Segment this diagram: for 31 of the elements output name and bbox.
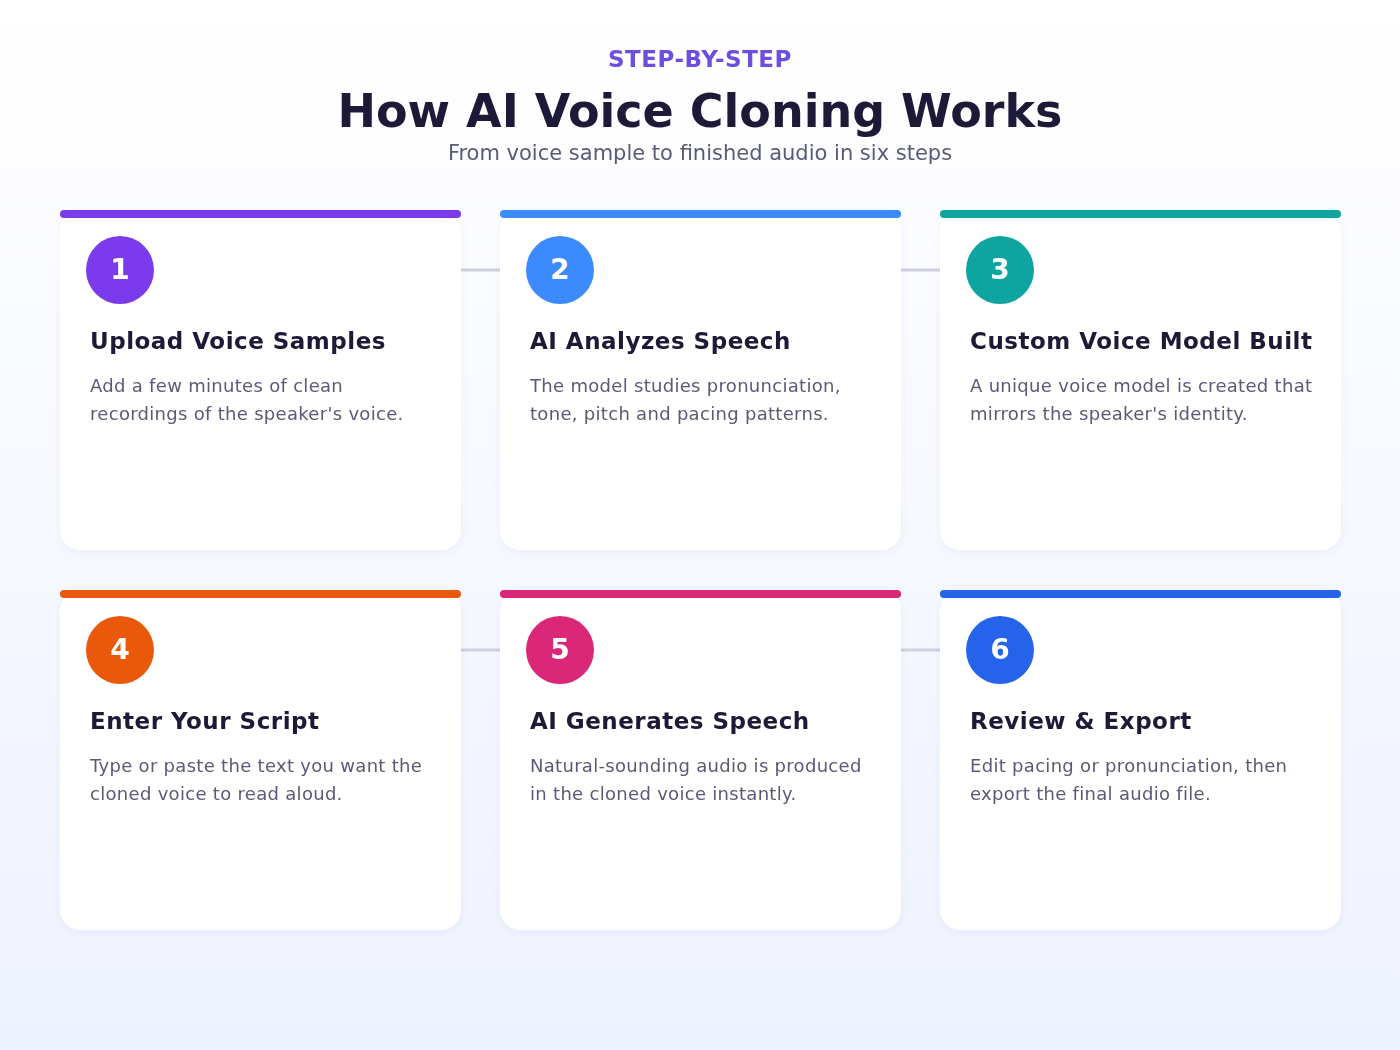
step-title: Review & Export [970,708,1192,734]
step-title: AI Generates Speech [530,708,810,734]
step-description: A unique voice model is created that mirrors the speaker's identity. [970,374,1314,426]
connector-line [901,268,940,272]
step-description: Add a few minutes of clean recordings of the speaker's voice. [90,374,405,426]
connector-line [461,648,500,652]
connector-line [461,268,500,272]
step-description: Type or paste the text you want the cloned voice to read aloud. [90,754,424,806]
subtitle: From voice sample to finished audio in six steps [446,141,954,165]
step-number: 4 [86,616,154,684]
step-card [500,210,901,550]
title: How AI Voice Cloning Works [336,84,1064,138]
step-card [60,210,461,550]
step-card [940,590,1341,930]
step-description: Natural-sounding audio is produced in the cloned voice instantly. [530,754,863,806]
connector-line [901,648,940,652]
step-title: Upload Voice Samples [90,328,386,354]
step-number: 3 [966,236,1034,304]
step-title: AI Analyzes Speech [530,328,791,354]
step-title: Custom Voice Model Built [970,328,1313,354]
step-number: 5 [526,616,594,684]
step-number: 2 [526,236,594,304]
step-card [60,590,461,930]
step-description: Edit pacing or pronunciation, then export the final audio file. [970,754,1289,806]
step-title: Enter Your Script [90,708,320,734]
step-card [940,210,1341,550]
eyebrow-label: STEP-BY-STEP [607,46,793,72]
step-description: The model studies pronunciation, tone, pitch and pacing patterns. [530,374,842,426]
step-number: 1 [86,236,154,304]
step-number: 6 [966,616,1034,684]
step-card [500,590,901,930]
